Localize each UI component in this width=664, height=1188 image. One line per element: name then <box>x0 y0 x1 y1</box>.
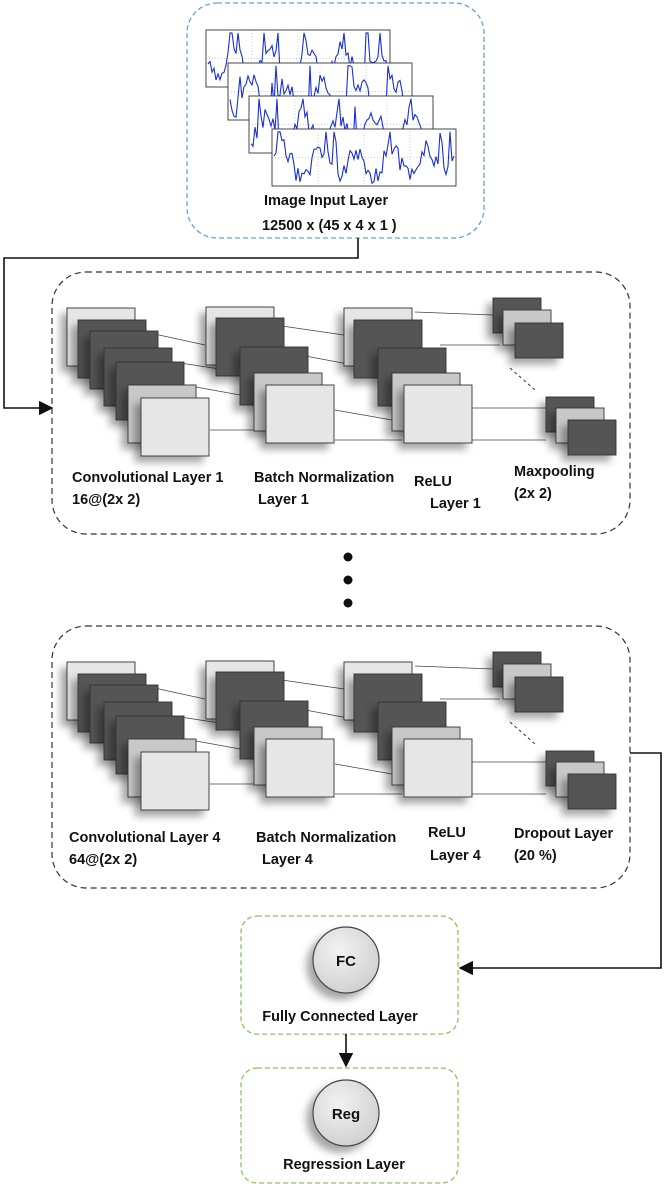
conv-block-4: Convolutional Layer 4 64@(2x 2) Batch No… <box>51 625 631 889</box>
fc-node-label: FC <box>336 953 356 970</box>
pool-feature-map <box>514 676 564 713</box>
connection-line <box>274 678 345 690</box>
fc-node <box>312 926 380 994</box>
input-layer-size: 12500 x (45 x 4 x 1 ) <box>262 218 397 234</box>
ellipsis-dots <box>343 552 353 608</box>
relu-feature-map <box>403 384 473 444</box>
dropout-sub: (20 %) <box>514 848 557 864</box>
ellipsis-dot <box>343 575 353 585</box>
connection-line <box>334 409 393 421</box>
relu-feature-map <box>403 738 473 798</box>
conv-feature-map <box>140 751 210 811</box>
pool-feature-map <box>514 322 564 359</box>
connection-line <box>334 763 393 775</box>
bn-feature-map <box>265 384 335 444</box>
relu1-sub: Layer 1 <box>430 496 481 512</box>
fc-layer-group: FC Fully Connected Layer <box>240 915 459 1035</box>
pool-feature-map <box>567 773 617 810</box>
signal-image-stack <box>205 29 457 187</box>
reg-node <box>312 1079 380 1147</box>
bn1-label: Batch Normalization <box>254 470 394 486</box>
conv-block-1-box <box>51 271 631 535</box>
conv4-label: Convolutional Layer 4 <box>69 830 220 846</box>
dashed-continuation <box>509 367 536 391</box>
maxpool-sub: (2x 2) <box>514 486 552 502</box>
relu4-sub: Layer 4 <box>430 848 481 864</box>
signal-trace <box>273 131 455 185</box>
input-layer-box <box>186 2 485 239</box>
input-layer-group: Image Input Layer 12500 x (45 x 4 x 1 ) <box>186 2 485 239</box>
regression-layer-label: Regression Layer <box>283 1157 405 1173</box>
dropout-label: Dropout Layer <box>514 826 613 842</box>
connection-line <box>414 665 494 670</box>
pool-feature-map <box>567 419 617 456</box>
bn-feature-map <box>265 738 335 798</box>
connection-line <box>414 311 494 316</box>
input-to-block1-arrow <box>3 238 359 416</box>
conv-feature-map <box>140 397 210 457</box>
connection-line <box>274 324 345 336</box>
maxpool-label: Maxpooling <box>514 464 595 480</box>
block4-to-fc-arrow <box>458 752 662 976</box>
bn4-sub: Layer 4 <box>262 852 313 868</box>
regression-layer-group: Reg Regression Layer <box>240 1067 459 1184</box>
dashed-continuation <box>509 721 536 745</box>
bn4-label: Batch Normalization <box>256 830 396 846</box>
block-4-feature-maps <box>66 651 617 811</box>
conv1-label: Convolutional Layer 1 <box>72 470 223 486</box>
conv4-filters: 64@(2x 2) <box>69 852 137 868</box>
block-1-feature-maps <box>66 297 617 457</box>
relu1-label: ReLU <box>414 474 452 490</box>
bn1-sub: Layer 1 <box>258 492 309 508</box>
ellipsis-dot <box>343 598 353 608</box>
conv-block-4-box <box>51 625 631 889</box>
fc-layer-label: Fully Connected Layer <box>262 1009 418 1025</box>
regression-layer-box <box>240 1067 459 1184</box>
conv-block-1: Convolutional Layer 1 16@(2x 2) Batch No… <box>51 271 631 535</box>
conv1-filters: 16@(2x 2) <box>72 492 140 508</box>
ellipsis-dot <box>343 552 353 562</box>
relu4-label: ReLU <box>428 825 466 841</box>
fc-layer-box <box>240 915 459 1035</box>
input-layer-title: Image Input Layer <box>264 193 388 209</box>
reg-node-label: Reg <box>332 1106 360 1123</box>
